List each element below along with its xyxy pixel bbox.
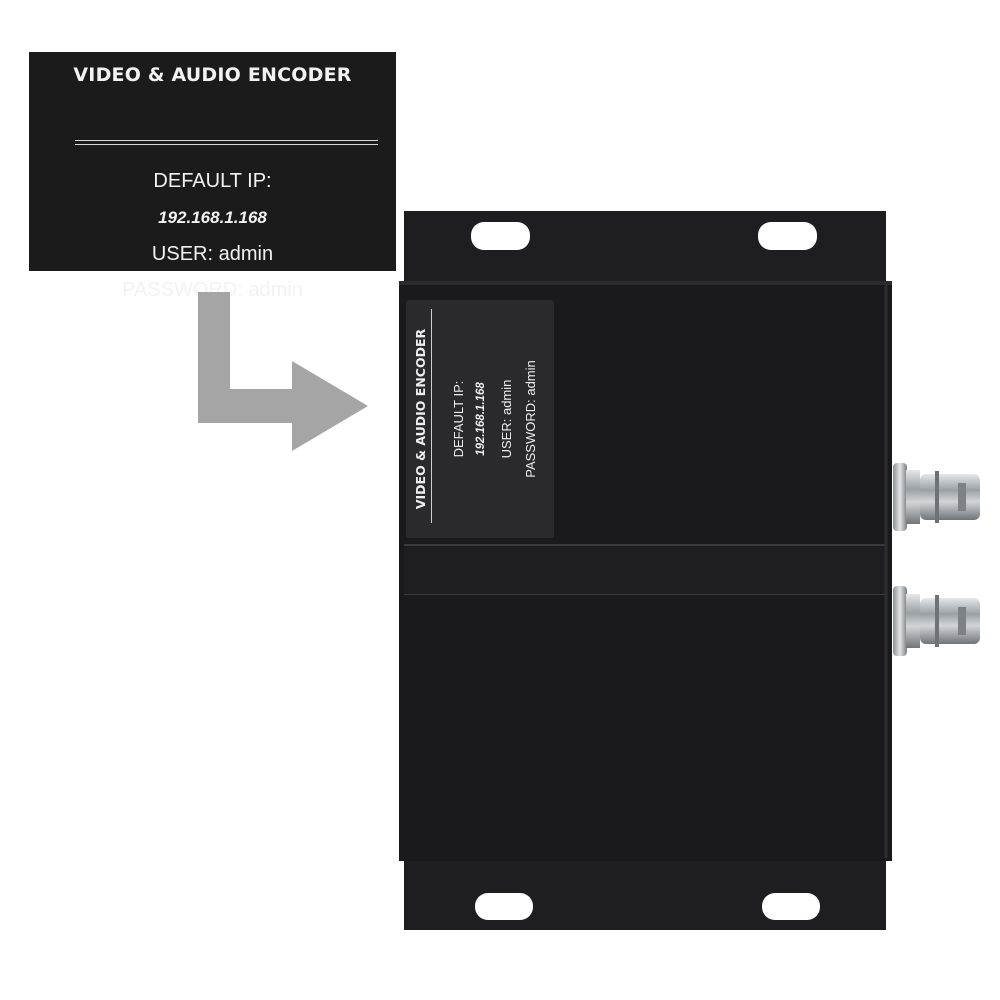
mount-slot-bottom-left [475, 893, 533, 920]
label-divider [75, 140, 378, 141]
sticker-ip-value: 192.168.1.168 [475, 382, 487, 456]
label-default-ip-heading: DEFAULT IP: [153, 170, 272, 192]
label-card: VIDEO & AUDIO ENCODER DEFAULT IP: 192.16… [29, 52, 396, 301]
sticker-password: PASSWORD: admin [523, 360, 538, 478]
bnc-connector-icon[interactable] [893, 586, 980, 656]
bnc-connector-icon[interactable] [893, 463, 980, 531]
middle-band [404, 546, 886, 594]
device-sticker: VIDEO & AUDIO ENCODER DEFAULT IP: 192.16… [406, 300, 554, 538]
device-sticker-text: VIDEO & AUDIO ENCODER DEFAULT IP: 192.16… [407, 301, 553, 537]
label-ip-value: 192.168.1.168 [158, 208, 267, 227]
sticker-title: VIDEO & AUDIO ENCODER [413, 328, 428, 510]
arrow-shape [198, 292, 368, 451]
label-divider-2 [75, 144, 378, 145]
sticker-divider [431, 309, 432, 523]
mount-slot-top-right [758, 222, 817, 250]
mount-slot-top-left [471, 222, 530, 250]
sticker-user: USER: admin [499, 379, 514, 459]
case-edge-top [399, 281, 892, 285]
label-title: VIDEO & AUDIO ENCODER [73, 64, 352, 86]
label-password: PASSWORD: admin [122, 279, 303, 301]
label-user: USER: admin [151, 243, 274, 265]
sticker-default-ip-heading: DEFAULT IP: [451, 380, 466, 458]
mount-slot-bottom-right [762, 893, 820, 920]
